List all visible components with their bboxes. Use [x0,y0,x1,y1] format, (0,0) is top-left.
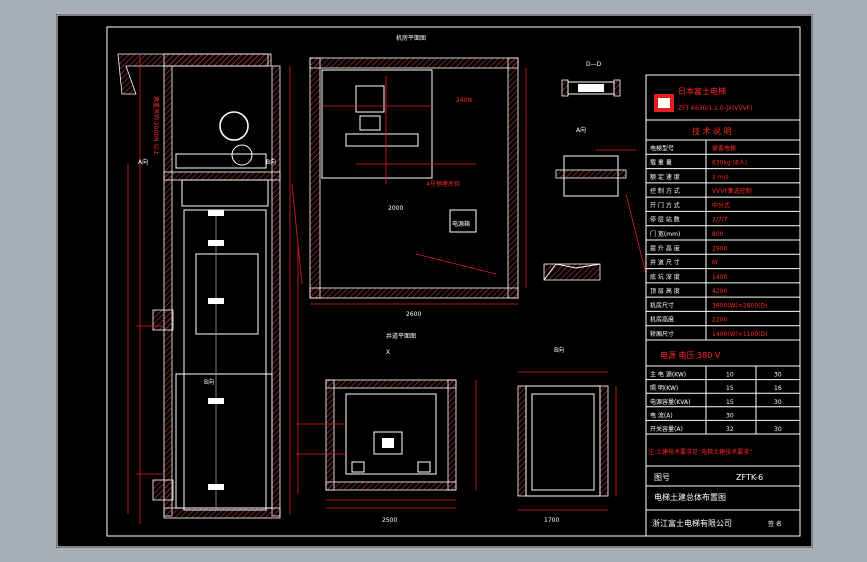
tech-row-key: 开 门 方 式 [650,201,680,209]
section-dd: D—D A向 [543,61,647,281]
tech-row-value: M [712,260,717,267]
drawing-sheet: 承重吊钩 2000N 以上 A向 B向 B向 机房平面图 240N 电源箱 20… [56,14,813,548]
tech-row-value: 4200 [712,288,727,295]
tech-row-value: 3800(W)×2800(D) [712,302,767,309]
power-row-key: 照 明(KW) [650,385,678,392]
dim-2600: 2600 [406,311,421,318]
dim-2000: 2000 [388,205,403,212]
note-text: 注:土建技术要求见“电梯土建技术要求” [648,448,752,456]
section-dd-title: D—D [586,61,602,68]
outer-frame [56,14,813,548]
power-row-a: 10 [726,372,734,379]
sign-label: 签 名 [768,520,782,528]
tech-row-value: 乘客电梯 [712,144,736,152]
power-row-b: 30 [774,426,782,433]
tech-row-key: 底 坑 深 度 [650,273,680,281]
power-row-a: 15 [726,385,734,392]
power-title: 电源 电压 380 V [660,350,721,360]
door-label: 4号预埋吊钩 [426,180,460,188]
hoistway-section: 承重吊钩 2000N 以上 A向 B向 B向 [117,53,299,524]
pit-plan: 井道平面图 X 2500 [296,332,477,524]
power-row-b: 30 [774,399,782,406]
tech-row-value: 中分式 [712,201,730,209]
detail-b-title: B向 [554,346,564,354]
plan-pit-title: 井道平面图 [386,332,416,340]
tech-row-value: 2200 [712,317,727,324]
hook-label: 承重吊钩 2000N 以上 [152,96,160,156]
dim-1700: 1700 [544,517,559,524]
power-row-b: 16 [774,385,782,392]
tech-row-value: VVVF集选控制 [712,187,752,195]
detail-b: B向 1700 [517,346,617,524]
tech-title: 技 术 说 明 [692,126,732,136]
drawing-no-label: 图号 [654,473,670,482]
power-row-key: 主 电 源(KW) [650,371,686,379]
company-name: 浙江富士电梯有限公司 [652,518,732,528]
detail-a-title: A向 [576,126,586,134]
elev-label-b: B向 [266,158,276,166]
drawing-name: 电梯土建总体布置图 [654,492,726,502]
tech-row-key: 轿厢尺寸 [650,330,674,338]
tech-row-value: 800 [712,231,724,238]
brand-name: 日本富士电梯 [678,86,726,96]
tech-row-key: 门 宽(mm) [650,230,680,238]
tech-row-key: 停 层 站 数 [650,216,680,224]
machine-room-plan: 机房平面图 240N 电源箱 2000 2600 4号预埋吊钩 [291,34,527,318]
tech-row-key: 提 升 高 度 [650,244,680,252]
power-row-a: 32 [726,426,734,433]
tech-row-value: 630kg (8人) [712,160,747,167]
power-row-key: 开关容量(A) [650,425,683,433]
power-row-key: 电源容量(KVA) [650,398,690,406]
power-row-key: 电 流(A) [650,411,673,419]
title-block: 日本富士电梯 ZFT K630/1.1.0-JX(VVVF) 技 术 说 明 电… [645,74,801,537]
power-row-b: 30 [774,372,782,379]
plan-machine-title: 机房平面图 [396,34,426,42]
tech-row-key: 控 制 方 式 [650,187,680,195]
tech-row-value: 7/7/7 [712,217,728,224]
elev-label-a: A向 [138,158,148,166]
tech-row-value: 1400 [712,274,727,281]
pit-x-label: X [386,349,390,356]
car-label: B向 [204,378,214,386]
power-row-a: 15 [726,399,734,406]
cad-drawing: 承重吊钩 2000N 以上 A向 B向 B向 机房平面图 240N 电源箱 20… [56,14,813,548]
power-label: 电源箱 [452,220,470,228]
hole-label: 240N [456,97,472,104]
tech-row-value: 2900 [712,245,727,252]
model-number: ZFT K630/1.1.0-JX(VVVF) [678,105,753,112]
drawing-no: ZFTK-6 [736,473,763,482]
tech-row-key: 顶 层 高 度 [650,287,680,295]
tech-row-key: 机房尺寸 [650,301,674,309]
tech-row-key: 电梯型号 [650,144,674,152]
tech-row-key: 机房高度 [650,316,674,324]
tech-row-value: 1 m/s [712,174,729,181]
tech-row-value: 1400(W)×1100(D) [712,331,767,338]
dim-2500: 2500 [382,517,397,524]
tech-row-key: 额 定 速 度 [650,173,680,181]
tech-row-key: 载 重 量 [650,159,672,167]
power-table: 主 电 源(KW) 10 30 照 明(KW) 15 16 电源容量(KVA) 15 30 电 流… [646,365,800,433]
power-row-a: 30 [726,412,734,419]
tech-row-key: 井 道 尺 寸 [650,259,680,267]
